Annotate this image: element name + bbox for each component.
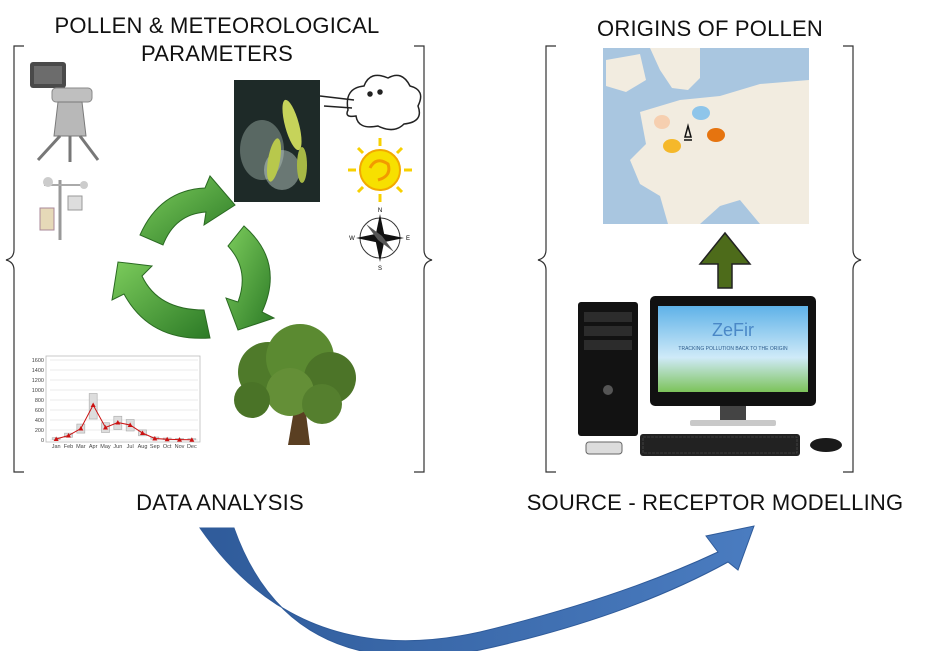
chart-point xyxy=(177,437,182,442)
card-reader xyxy=(585,441,623,455)
chart-point xyxy=(189,437,195,442)
app-tagline: TRACKING POLLUTION BACK TO THE ORIGIN xyxy=(678,346,788,352)
origin-blob-blue xyxy=(692,106,710,120)
recycle-arrows-icon xyxy=(111,175,276,339)
label-modelling: SOURCE - RECEPTOR MODELLING xyxy=(526,490,904,515)
chart-x-tick: Jul xyxy=(127,444,134,450)
keyboard xyxy=(640,434,800,456)
compass-n: N xyxy=(378,208,382,214)
chart-x-tick: Jun xyxy=(113,444,122,450)
chart-point xyxy=(115,420,121,425)
wind-cloud-icon xyxy=(319,74,422,131)
computer-icon: ZeFir TRACKING POLLUTION BACK TO THE ORI… xyxy=(578,296,842,456)
chart-x-tick: Feb xyxy=(64,444,73,450)
app-name: ZeFir xyxy=(712,320,754,340)
chart-point xyxy=(90,402,96,407)
weather-station-icon xyxy=(39,177,88,240)
label-data-analysis: DATA ANALYSIS xyxy=(136,490,304,515)
right-bracket xyxy=(537,45,862,473)
chart-point xyxy=(127,422,133,427)
chart-x-tick: Sep xyxy=(150,444,160,450)
chart-x-tick: Oct xyxy=(163,444,172,450)
chart-x-tick: Apr xyxy=(89,444,98,450)
title-origins: ORIGINS OF POLLEN xyxy=(597,16,823,41)
chart-y-tick: 1600 xyxy=(32,358,44,364)
chart-y-tick: 800 xyxy=(35,398,44,404)
title-pollen-met-line1: POLLEN & METEOROLOGICAL xyxy=(54,13,380,38)
chart-y-tick: 1000 xyxy=(32,388,44,394)
pollen-sampler-icon xyxy=(30,62,100,162)
chart-y-tick: 1200 xyxy=(32,378,44,384)
title-pollen-met: POLLEN & METEOROLOGICAL PARAMETERS xyxy=(22,12,412,68)
chart-y-tick: 1400 xyxy=(32,368,44,374)
chart-point xyxy=(78,426,84,431)
chart-point xyxy=(53,436,59,441)
chart-x-tick: Aug xyxy=(138,444,148,450)
catkin-photo xyxy=(234,80,320,202)
compass-w: W xyxy=(349,236,355,242)
chart-y-tick: 400 xyxy=(35,418,44,424)
eiffel-tower-icon xyxy=(684,123,692,141)
chart-y-tick: 200 xyxy=(35,428,44,434)
up-arrow xyxy=(698,231,752,289)
mouse xyxy=(810,438,842,452)
origins-map xyxy=(603,48,809,224)
origin-blob-orange xyxy=(707,128,725,142)
sun-icon xyxy=(348,138,412,202)
tree-icon xyxy=(234,324,356,445)
compass-s: S xyxy=(378,266,382,272)
chart-point xyxy=(66,433,71,438)
left-bracket xyxy=(5,45,433,473)
compass-e: E xyxy=(406,236,410,242)
title-pollen-met-line2: PARAMETERS xyxy=(141,41,293,66)
chart-point xyxy=(140,430,145,435)
chart-point xyxy=(103,425,108,430)
chart-x-tick: Mar xyxy=(76,444,86,450)
chart-x-tick: Dec xyxy=(187,444,197,450)
monitor-screen xyxy=(658,306,808,392)
curved-arrow xyxy=(199,525,755,651)
chart-y-tick: 0 xyxy=(41,438,44,444)
chart-x-tick: Jan xyxy=(52,444,61,450)
chart-point xyxy=(164,436,170,442)
chart-x-tick: Nov xyxy=(175,444,185,450)
chart-x-tick: May xyxy=(100,444,111,450)
origin-blob-peach xyxy=(654,115,670,129)
pc-tower xyxy=(578,302,638,436)
chart-y-tick: 600 xyxy=(35,408,44,414)
chart-plot-area xyxy=(45,355,201,443)
chart-point xyxy=(152,436,158,441)
origin-blob-yellow xyxy=(663,139,681,153)
compass-icon: N S E W xyxy=(349,208,410,272)
chart-series-line xyxy=(56,403,192,441)
